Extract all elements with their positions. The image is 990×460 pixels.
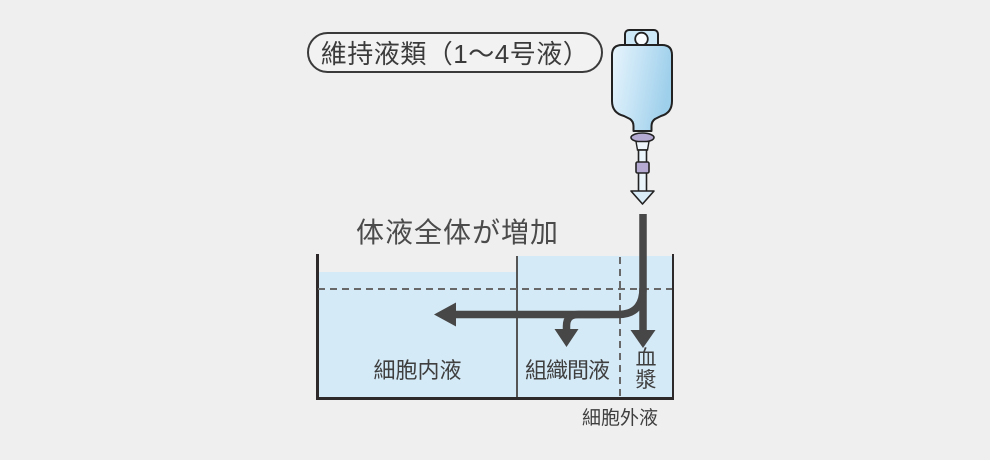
iv-tube-clamp	[635, 161, 650, 174]
iv-bag-icon	[611, 29, 673, 205]
label-plasma: 血漿	[635, 347, 657, 392]
label-interstitial-fluid: 組織間液	[524, 358, 610, 383]
iv-bag-hanger-hole	[634, 31, 649, 47]
baseline-fluid-level-dashed	[318, 288, 672, 290]
iv-drip-arrow-icon	[630, 190, 655, 205]
annotation-total-fluid-increase: 体液全体が増加	[356, 217, 560, 248]
iv-bag-connector	[635, 140, 650, 151]
tank-wall-left	[316, 254, 319, 399]
tank-wall-right	[671, 254, 674, 399]
iv-bag-body	[611, 44, 673, 132]
divider-interstitial-plasma-dashed	[619, 257, 621, 397]
title-capsule: 維持液類（1〜4号液）	[307, 32, 603, 73]
divider-intracellular-extracellular	[516, 256, 518, 397]
label-intracellular-fluid: 細胞内液	[373, 358, 462, 383]
label-extracellular-fluid: 細胞外液	[581, 408, 658, 429]
diagram-title: 維持液類（1〜4号液）	[320, 39, 590, 69]
tank-wall-bottom	[316, 397, 674, 400]
iv-bag-cap	[630, 132, 655, 143]
